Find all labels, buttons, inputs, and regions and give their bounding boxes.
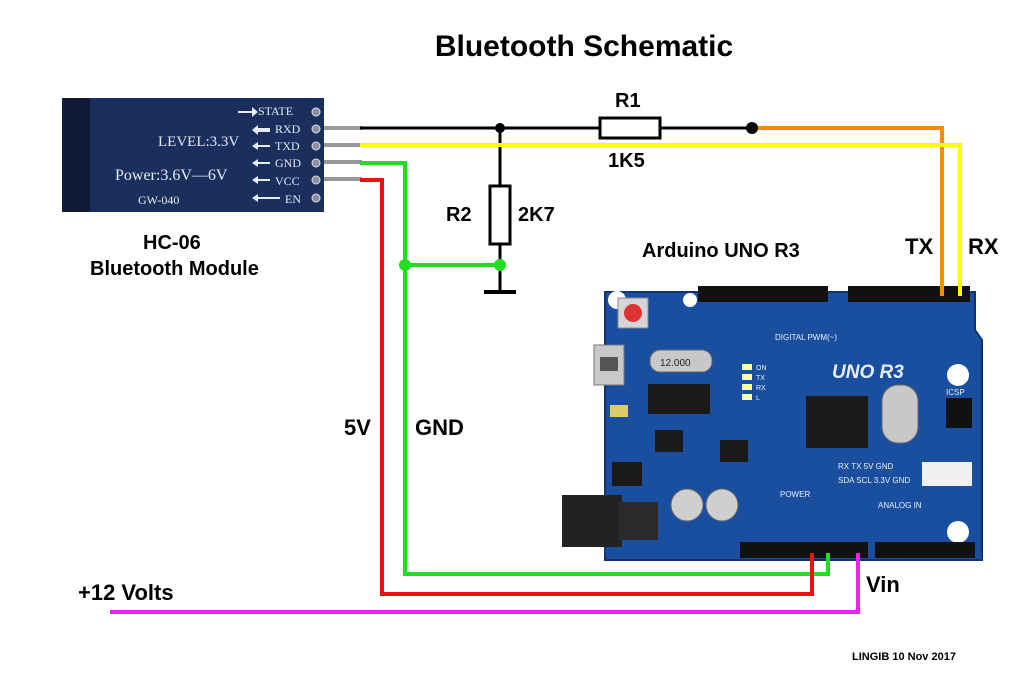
module-name-line2: Bluetooth Module [90, 258, 259, 280]
hc06-module: LEVEL:3.3V Power:3.6V—6V GW-040 STATE RX… [62, 98, 362, 212]
led-rx-text: RX [756, 385, 766, 392]
diagram-title: Bluetooth Schematic [434, 30, 734, 63]
module-model-silk: GW-040 [138, 193, 179, 207]
crystal-label: 12.000 [660, 358, 691, 369]
pin-label-rxd: RXD [275, 122, 301, 136]
rx-wire [360, 143, 962, 296]
digital-silk-text: DIGITAL PWM(~) [775, 333, 837, 342]
led-on-text: ON [756, 365, 767, 372]
pin-label-state: STATE [258, 104, 293, 118]
junction-dot-rxd [495, 123, 505, 133]
header-row1-text: RX TX 5V GND [838, 462, 894, 471]
pin-label-txd: TXD [275, 139, 300, 153]
module-name-line1: HC-06 [143, 232, 201, 254]
r2-resistor [488, 184, 512, 246]
12v-wire [110, 553, 860, 614]
r2-value-label: 2K7 [518, 204, 555, 226]
tx-label: TX [905, 234, 934, 259]
gnd-label: GND [415, 415, 464, 440]
5v-label: 5V [344, 415, 371, 440]
credit-text: LINGIB 10 Nov 2017 [852, 651, 956, 663]
power-silk-text: POWER [780, 490, 810, 499]
pin-label-en: EN [285, 192, 301, 206]
icsp-silk-text: ICSP [946, 388, 965, 397]
arduino-label: Arduino UNO R3 [642, 240, 800, 262]
led-tx-text: TX [756, 375, 765, 382]
r2-name-label: R2 [446, 204, 472, 226]
board-logo-text: UNO R3 [832, 362, 904, 383]
pin-label-gnd: GND [275, 156, 301, 170]
pin-label-vcc: VCC [275, 174, 300, 188]
vin-label: Vin [866, 572, 900, 597]
5v-wire [360, 178, 814, 596]
rx-label: RX [968, 234, 999, 259]
led-l-text: L [756, 395, 760, 402]
arduino-board: UNO R3 12.000 DIGITAL PWM(~) POWER ANALO… [562, 286, 983, 561]
junction-dot-gnd-right [494, 259, 506, 271]
module-power-silk: Power:3.6V—6V [115, 167, 228, 184]
r1-resistor [598, 116, 662, 140]
header-row2-text: SDA SCL 3.3V GND [838, 476, 910, 485]
r1-value-label: 1K5 [608, 150, 645, 172]
module-level-silk: LEVEL:3.3V [158, 134, 239, 150]
junction-dot-gnd-left [399, 259, 411, 271]
junction-dot-tx [746, 122, 758, 134]
tx-wire [752, 126, 944, 296]
r1-name-label: R1 [615, 90, 641, 112]
12v-label: +12 Volts [78, 580, 174, 605]
gnd-wire [360, 161, 830, 576]
pin-arrow-icons [238, 107, 280, 202]
analog-silk-text: ANALOG IN [878, 501, 922, 510]
